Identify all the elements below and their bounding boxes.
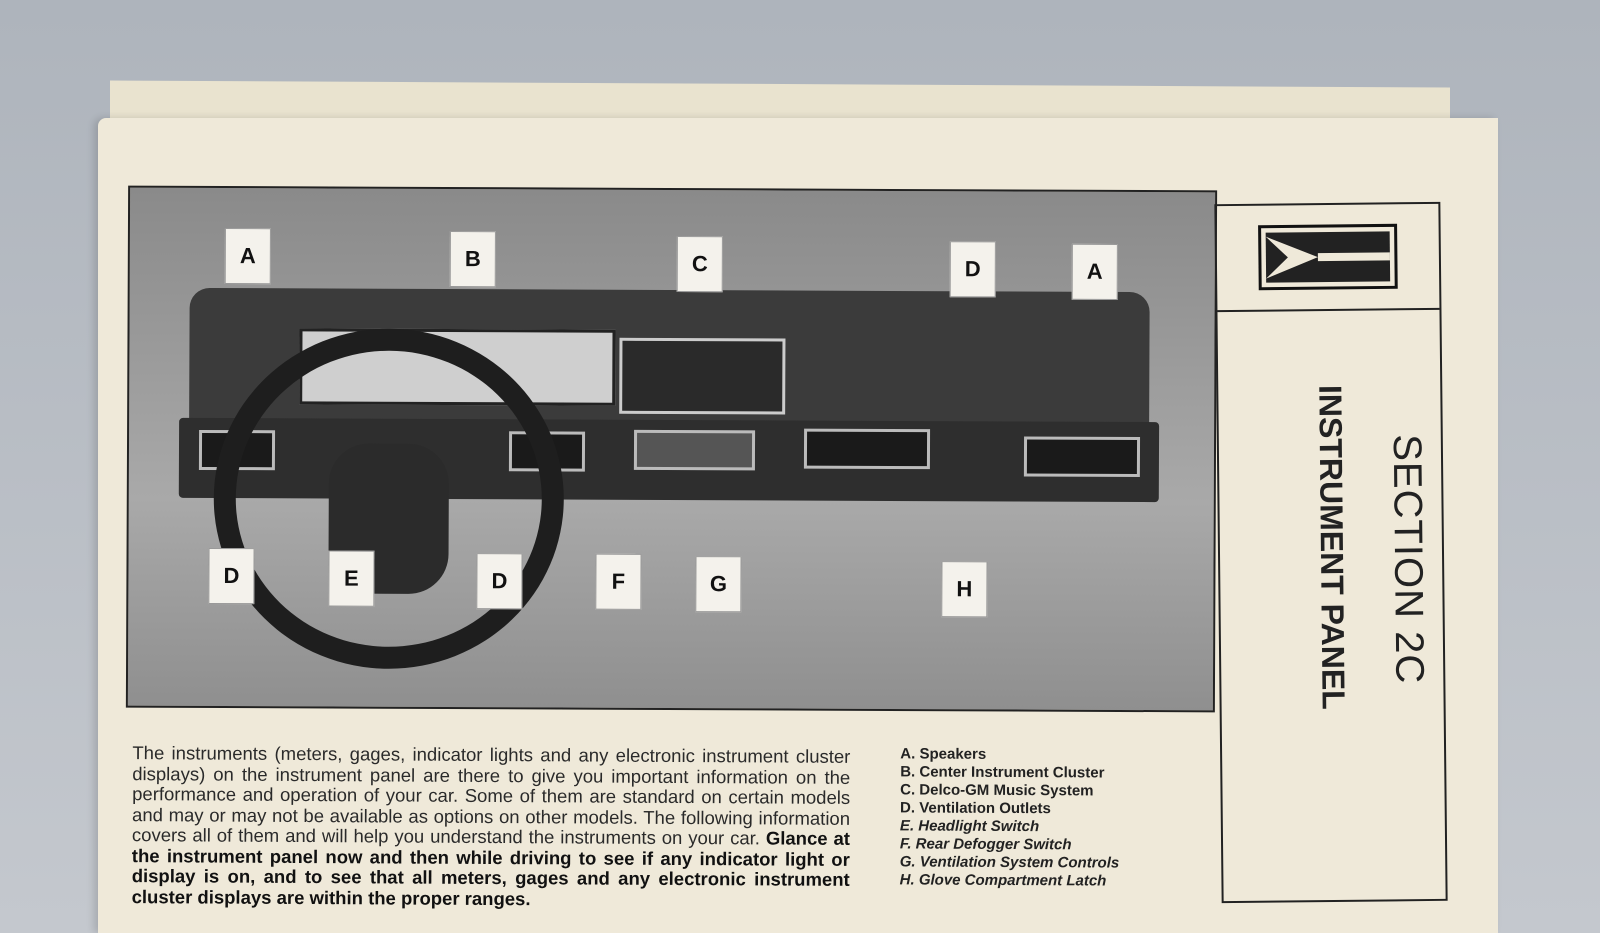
sidebar-vertical-text: SECTION 2C INSTRUMENT PANEL	[1312, 385, 1433, 834]
vent	[1023, 436, 1141, 478]
label-b: B	[449, 231, 496, 288]
section-number: SECTION 2C	[1384, 433, 1432, 685]
section-sidebar: SECTION 2C INSTRUMENT PANEL	[1214, 201, 1448, 904]
label-a: A	[1071, 243, 1118, 300]
intro-text: The instruments (meters, gages, indicato…	[131, 742, 851, 849]
legend-item: F. Rear Defogger Switch	[899, 835, 1072, 854]
label-f: F	[595, 553, 642, 610]
label-d: D	[949, 241, 996, 298]
legend-item: H. Glove Compartment Latch	[899, 871, 1107, 890]
label-h: H	[941, 561, 988, 618]
label-c: C	[676, 236, 723, 293]
rocket-logo-icon	[1258, 223, 1398, 291]
legend-item: A. Speakers	[900, 745, 987, 763]
legend-item: G. Ventilation System Controls	[899, 853, 1120, 872]
label-d: D	[476, 553, 523, 610]
oldsmobile-logo	[1216, 203, 1440, 313]
instrument-panel-photo: A B C D A D E D F G H	[125, 185, 1218, 713]
label-a: A	[224, 228, 271, 285]
label-d: D	[208, 547, 255, 605]
section-title: INSTRUMENT PANEL	[1312, 384, 1352, 710]
intro-paragraph: The instruments (meters, gages, indicato…	[131, 742, 851, 911]
legend-item: D. Ventilation Outlets	[900, 799, 1051, 818]
music-system	[619, 337, 786, 415]
legend-item: C. Delco-GM Music System	[900, 781, 1094, 800]
figure-legend: A. Speakers B. Center Instrument Cluster…	[900, 745, 1120, 890]
legend-item: B. Center Instrument Cluster	[900, 763, 1105, 782]
label-g: G	[695, 556, 742, 613]
vent	[803, 428, 931, 470]
label-e: E	[328, 550, 375, 607]
legend-item: E. Headlight Switch	[899, 817, 1040, 836]
ventilation-controls	[633, 429, 756, 471]
